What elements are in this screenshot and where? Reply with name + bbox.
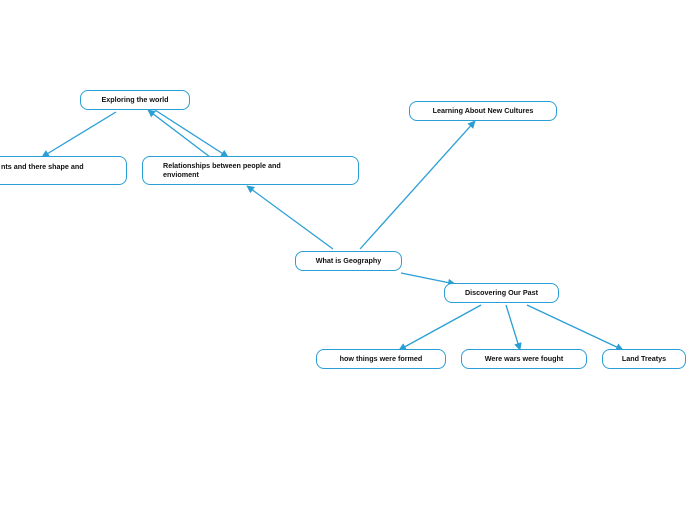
node-label: Discovering Our Past: [464, 287, 539, 297]
connector-past-to-wars: [505, 304, 522, 351]
node-label: nts and there shape and: [1, 162, 84, 171]
node-label: Were wars were fought: [484, 353, 564, 363]
node-how-things-were-formed[interactable]: how things were formed: [316, 349, 446, 369]
node-label-line-1: Relationships between people and: [163, 160, 281, 170]
node-label: Exploring the world: [101, 94, 169, 104]
node-were-wars-were-fought[interactable]: Were wars were fought: [461, 349, 587, 369]
connector-relationships-to-exploring: [147, 109, 211, 158]
connector-root-to-cultures: [359, 120, 476, 250]
node-learning-about-new-cultures[interactable]: Learning About New Cultures: [409, 101, 557, 121]
node-discovering-our-past[interactable]: Discovering Our Past: [444, 283, 559, 303]
connector-past-to-treaties: [526, 304, 624, 351]
node-label-line-2: envioment: [163, 169, 199, 179]
node-label: how things were formed: [339, 353, 423, 363]
connector-root-to-relationships: [246, 185, 334, 250]
node-what-is-geography[interactable]: What is Geography: [295, 251, 402, 271]
connector-exploring-to-continents: [41, 111, 117, 158]
node-exploring-the-world[interactable]: Exploring the world: [80, 90, 190, 110]
connector-exploring-to-relationships: [154, 109, 229, 158]
node-label: Learning About New Cultures: [432, 105, 534, 115]
connector-root-to-past: [400, 272, 456, 287]
node-continents[interactable]: nts and there shape and: [0, 156, 127, 185]
node-label: Relationships between people and enviome…: [163, 160, 281, 179]
node-label: Land Treatys: [621, 353, 667, 363]
node-land-treatys[interactable]: Land Treatys: [602, 349, 686, 369]
node-label: What is Geography: [315, 255, 382, 265]
node-relationships[interactable]: Relationships between people and enviome…: [142, 156, 359, 185]
connector-past-to-formed: [398, 304, 482, 351]
